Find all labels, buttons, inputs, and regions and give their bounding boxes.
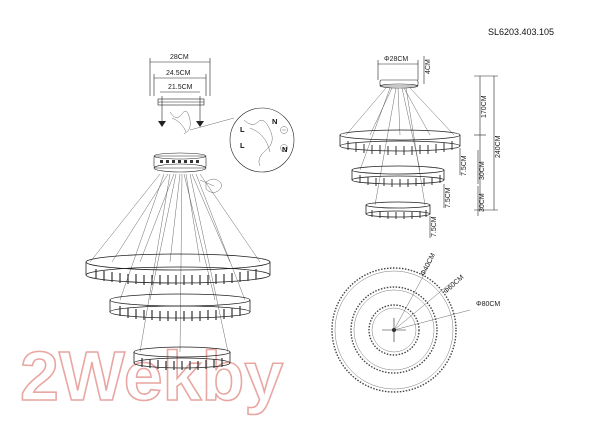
wire-label-n-2: N [282,145,287,154]
side-canopy-height: 4CM [425,59,432,74]
side-dim-7-5-c: 7.5CM [431,216,438,237]
side-dim-30-a: 30CM [479,161,486,180]
front-dim-28: 28CM [170,54,189,61]
wire-label-n-1: N [272,117,277,126]
side-dim-30-b: 30CM [479,193,486,212]
top-ring-small [368,304,420,356]
side-canopy-diameter: Φ28CM [384,56,408,63]
watermark-text: 2Wekby [20,337,283,415]
side-dim-7-5-a: 7.5CM [461,155,468,176]
wire-label-l-1: L [240,125,245,134]
side-dim-240: 240CM [495,135,502,158]
wiring-detail: L N L N [229,107,295,173]
wire-label-l-2: L [240,141,245,150]
side-view: Φ28CM 4CM [339,56,502,238]
top-ring-large [331,267,457,393]
front-dim-24-5: 24.5CM [166,70,191,77]
side-dim-170: 170CM [481,95,488,118]
front-view: 28CM 24.5CM 21.5CM [85,54,271,370]
model-code: SL6203.403.105 [488,27,554,37]
top-view: Φ40CM Φ60CM Φ80CM [331,252,500,393]
front-dim-21-5: 21.5CM [168,84,193,91]
top-diameter-80: Φ80CM [476,301,500,308]
top-diameter-40: Φ40CM [420,252,438,277]
top-diameter-60: Φ60CM [443,274,466,296]
top-ring-medium [350,286,438,374]
side-dim-7-5-b: 7.5CM [445,187,452,208]
